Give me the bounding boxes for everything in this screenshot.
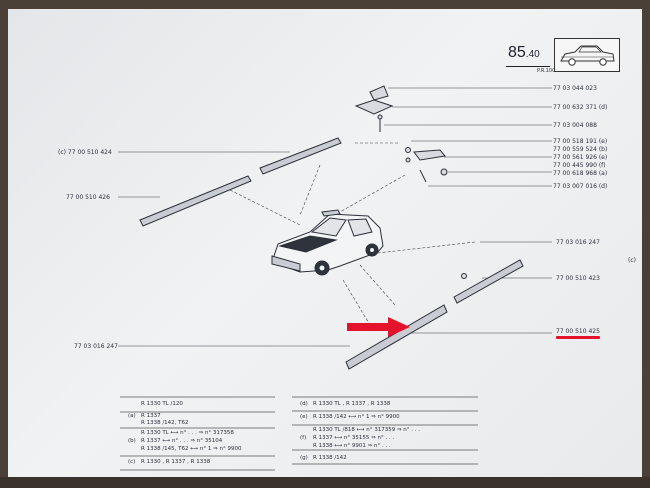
part-number-label: (c) 77 00 510 424 <box>58 149 112 156</box>
part-number-label: 77 00 559 524 (b) <box>553 146 608 153</box>
table-row: (c)R 1330 , R 1337 , R 1338 <box>128 459 211 465</box>
table-row: R 1338 /142, T62 <box>141 420 189 426</box>
part-number-label-highlighted: 77 00 510 425 <box>556 328 600 335</box>
group-ref-label: (c) <box>628 257 636 264</box>
part-number-label: 77 03 004 088 <box>553 122 597 129</box>
part-number-label: 77 00 518 191 (e) <box>553 138 608 145</box>
red-arrow-icon <box>347 317 410 337</box>
table-row: R 1330 TL /120 <box>141 401 183 407</box>
part-number-label: 77 03 016 247 <box>74 343 118 350</box>
part-number-label: 77 03 016 247 <box>556 239 600 246</box>
table-row: (d)R 1330 TL , R 1337 , R 1338 <box>300 401 391 407</box>
table-row: R 1338 ⟷ n° 9901 ⇒ n° . . . <box>313 443 391 449</box>
table-row: (a)R 1337 <box>128 413 161 419</box>
table-row: R 1330 TL /818 ⟷ n° 317359 ⇒ n° . . . <box>313 427 421 433</box>
part-number-label: 77 00 510 423 <box>556 275 600 282</box>
page-subtitle: P.R.1000 <box>537 68 559 74</box>
page-shadow <box>0 477 650 488</box>
part-number-label: 77 00 618 968 (a) <box>553 170 608 177</box>
renault-12-estate-icon <box>271 209 384 276</box>
part-number-label: 77 00 445 990 (f) <box>553 162 606 169</box>
table-row: (e)R 1338 /142 ⟷ n° 1 ⇒ n° 9900 <box>300 414 400 420</box>
highlight-underline <box>556 336 600 339</box>
page-number: 85.40 <box>508 44 540 61</box>
part-number-label: 77 00 561 926 (e) <box>553 154 608 161</box>
table-row: (f)R 1337 ⟷ n° 35155 ⇒ n° . . . <box>300 435 395 441</box>
part-number-label: 77 03 044 023 <box>553 85 597 92</box>
part-number-label: 77 00 632 371 (d) <box>553 104 608 111</box>
car-sedan-icon <box>554 38 620 72</box>
table-row: R 1338 /145, T62 ⟷ n° 1 ⇒ n° 9900 <box>141 446 242 452</box>
page-number-rule <box>506 66 550 67</box>
part-number-label: 77 03 007 016 (d) <box>553 183 608 190</box>
table-row: (b)R 1337 ⟷ n° . . . ⇒ n° 35104 <box>128 438 223 444</box>
table-row: (g)R 1338 /142 <box>300 455 347 461</box>
table-row: R 1330 TL ⟷ n° . . . ⇒ n° 317358 <box>141 430 234 436</box>
part-number-label: 77 00 510 426 <box>66 194 110 201</box>
